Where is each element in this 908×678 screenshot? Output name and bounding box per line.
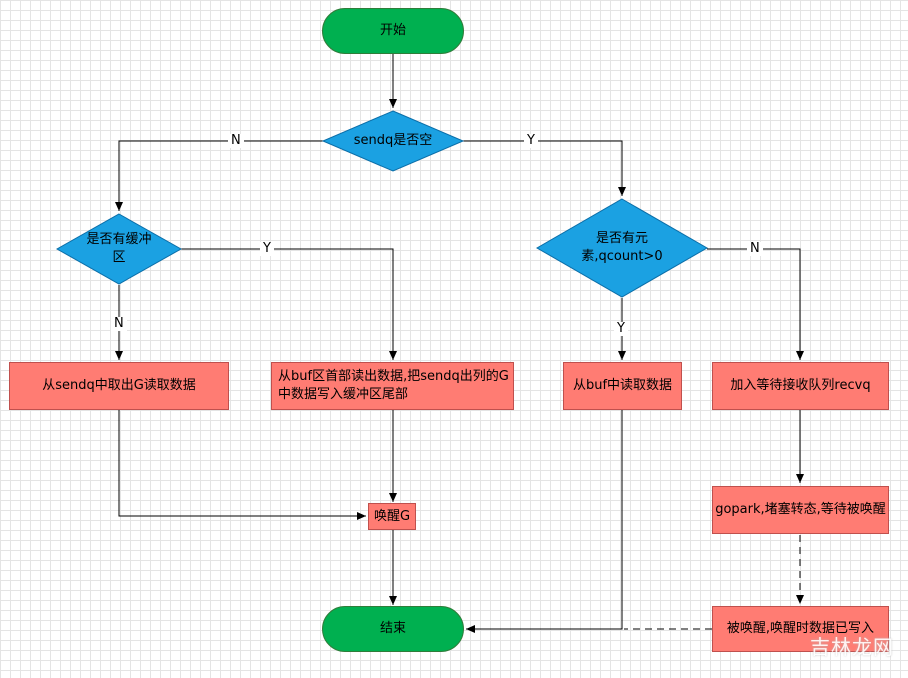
edge-label-sendq-no: N	[228, 134, 244, 148]
start-node: 开始	[322, 8, 464, 54]
start-label: 开始	[379, 23, 406, 38]
decision-sendq-label: sendq是否空	[353, 133, 433, 148]
process-readbuf-label: 从buf区首部读出数据,把sendq出列的G 中数据写入缓冲区尾部	[278, 369, 509, 402]
process-read-buf-head: 从buf区首部读出数据,把sendq出列的G 中数据写入缓冲区尾部	[271, 362, 514, 410]
edge-label-elements-yes: Y	[614, 322, 628, 336]
decision-elements-label: 是否有元 素,qcount>0	[581, 231, 663, 264]
process-gopark-label: gopark,堵塞转态,等待被唤醒	[715, 502, 886, 517]
end-node: 结束	[322, 606, 464, 652]
edge-buffer-yes	[181, 248, 397, 360]
watermark-text: 吉林龙网	[810, 635, 894, 659]
end-label: 结束	[379, 621, 406, 636]
edge-elements-no	[707, 248, 804, 360]
edge-sendq-no	[115, 140, 323, 211]
process-gopark: gopark,堵塞转态,等待被唤醒	[712, 486, 889, 534]
edge-label-buffer-no: N	[111, 317, 127, 331]
edge-readfrom-to-end	[466, 410, 623, 633]
decision-buffer-shape	[56, 213, 182, 285]
edge-sendq-yes	[463, 140, 626, 196]
decision-sendq-shape	[322, 110, 464, 172]
decision-buffer-label: 是否有缓冲 区	[86, 232, 152, 265]
decision-sendq-empty: sendq是否空	[322, 110, 464, 172]
edge-label-elements-no: N	[747, 242, 763, 256]
process-join-recvq: 加入等待接收队列recvq	[712, 362, 889, 410]
decision-has-elements: 是否有元 素,qcount>0	[536, 198, 708, 298]
process-take-label: 从sendq中取出G读取数据	[42, 378, 196, 393]
edge-label-sendq-yes: Y	[524, 134, 538, 148]
process-take-from-sendq: 从sendq中取出G读取数据	[9, 362, 229, 410]
process-wake-label: 唤醒G	[373, 508, 411, 524]
process-read-from-buf: 从buf中读取数据	[563, 362, 682, 410]
decision-elements-shape	[536, 198, 708, 298]
process-woken-label: 被唤醒,唤醒时数据已写入	[726, 621, 875, 636]
process-recvq-label: 加入等待接收队列recvq	[730, 378, 871, 393]
process-woken: 被唤醒,唤醒时数据已写入	[712, 606, 889, 652]
process-wake-g: 唤醒G	[368, 503, 416, 530]
edge-label-buffer-yes: Y	[260, 242, 274, 256]
decision-has-buffer: 是否有缓冲 区	[56, 213, 182, 285]
edge-take-to-wake	[118, 410, 366, 520]
process-readfrom-label: 从buf中读取数据	[572, 378, 673, 393]
